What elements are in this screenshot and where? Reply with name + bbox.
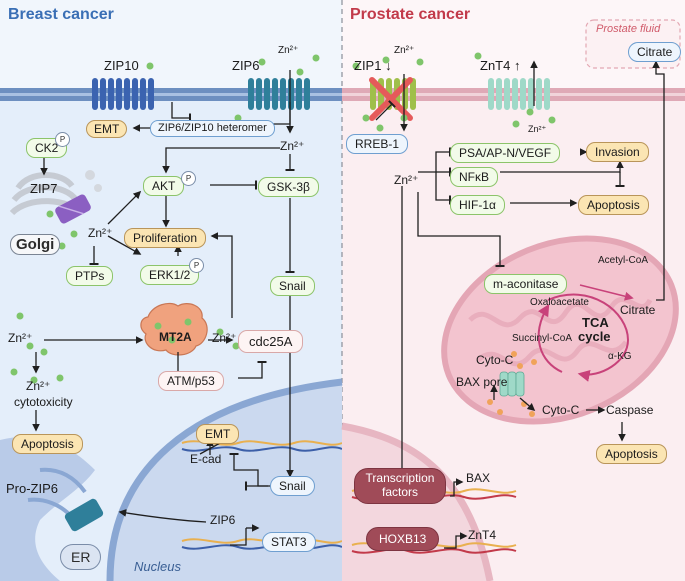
zip10-transporter	[92, 78, 154, 110]
er-label: ER	[60, 544, 102, 570]
succinyl-coa-label: Succinyl-CoA	[512, 333, 573, 344]
cyto-c-out-label: Cyto-C	[542, 403, 580, 417]
mt2a-label: MT2A	[159, 330, 192, 344]
alpha-kg-label: α-KG	[608, 351, 632, 362]
zinc-ion-mt2a: Zn²⁺	[212, 331, 237, 345]
bax-pore-label: BAX pore	[456, 375, 508, 389]
zip6-transporter	[248, 78, 310, 110]
nucleus-label: Nucleus	[134, 559, 181, 574]
emt-top-box: EMT	[86, 120, 128, 138]
znt4-gene-label: ZnT4	[468, 528, 497, 542]
ecad-gene-label: E-cad	[190, 452, 222, 466]
akt-phospho-badge: P	[181, 171, 196, 186]
cyto-c-mito-label: Cyto-C	[476, 353, 514, 367]
zinc-ion-left: Zn²⁺	[8, 331, 33, 345]
proliferation-box: Proliferation	[124, 228, 207, 248]
snail-nucleus-box: Snail	[270, 476, 315, 496]
golgi-label: Golgi	[10, 234, 61, 255]
zinc-ion-prostate-cytosol: Zn²⁺	[394, 173, 419, 187]
bax-pore-channel	[499, 371, 525, 397]
znt4-label: ZnT4 ↑	[480, 58, 521, 73]
psa-apn-vegf-box: PSA/AP-N/VEGF	[450, 143, 561, 163]
erk12-box: ERK1/2	[140, 265, 200, 285]
prostate-cancer-title: Prostate cancer	[350, 6, 471, 23]
transcription-factors-box: Transcription factors	[354, 468, 446, 504]
ptps-box: PTPs	[66, 266, 114, 286]
atm-p53-box: ATM/p53	[158, 371, 224, 391]
zip7-transporter	[55, 194, 91, 224]
zip6-label: ZIP6	[232, 58, 260, 73]
snail-cytosol-box: Snail	[270, 276, 315, 296]
acetyl-coa-label: Acetyl-CoA	[598, 255, 649, 266]
apoptosis-top-box: Apoptosis	[578, 195, 649, 215]
prostate-fluid-label: Prostate fluid	[596, 23, 661, 35]
cyto-c-dots	[487, 351, 537, 417]
oxaloacetate-label: Oxaloacetate	[530, 297, 589, 308]
cycle-label: cycle	[578, 329, 611, 344]
breast-nucleus	[110, 382, 342, 581]
hoxb13-box: HOXB13	[366, 527, 440, 551]
zinc-ion-prostate-top: Zn²⁺	[394, 45, 415, 56]
zinc-ion-top-label: Zn²⁺	[278, 45, 299, 56]
emt-nucleus-box: EMT	[196, 424, 240, 444]
mt2a-protein	[140, 302, 208, 356]
citrate-fluid-box: Citrate	[628, 42, 682, 62]
cytotoxicity-label: cytotoxicity	[14, 395, 73, 409]
akt-box: AKT	[143, 176, 185, 196]
heteromer-box: ZIP6/ZIP10 heteromer	[150, 120, 275, 137]
breast-cancer-title: Breast cancer	[8, 6, 114, 23]
zinc-ion-znt4: Zn²⁺	[528, 124, 547, 134]
znt4-transporter	[488, 78, 550, 110]
zip10-label: ZIP10	[104, 58, 139, 73]
zinc-dots-prostate	[352, 52, 556, 132]
zip6-gene-label: ZIP6	[210, 513, 236, 527]
nfkb-box: NFκB	[450, 167, 498, 187]
caspase-label: Caspase	[606, 403, 654, 417]
invasion-box: Invasion	[586, 142, 649, 162]
zinc-ion-cytotoxicity: Zn²⁺	[26, 379, 51, 393]
erk-phospho-badge: P	[189, 258, 204, 273]
cdc25a-box: cdc25A	[238, 330, 304, 353]
er	[0, 436, 95, 581]
zip1-transporter	[369, 77, 416, 121]
pro-zip6-label: Pro-ZIP6	[6, 481, 59, 496]
ck2-phospho-badge: P	[55, 132, 70, 147]
tca-label: TCA	[582, 315, 609, 330]
zinc-ion-cytosol: Zn²⁺	[280, 139, 305, 153]
zip7-label: ZIP7	[30, 181, 58, 196]
m-aconitase-box: m-aconitase	[484, 274, 568, 294]
zip1-label: ZIP1 ↓	[354, 58, 392, 73]
citrate-tca-label: Citrate	[620, 303, 656, 317]
apoptosis-bottom-box: Apoptosis	[596, 444, 667, 464]
gsk3b-box: GSK-3β	[258, 177, 319, 197]
stat3-box: STAT3	[262, 532, 316, 552]
pro-zip6	[64, 498, 104, 532]
apoptosis-breast-box: Apoptosis	[12, 434, 83, 454]
bax-gene-label: BAX	[466, 471, 491, 485]
zinc-ion-zip7: Zn²⁺	[88, 226, 113, 240]
hif1a-box: HIF-1α	[450, 195, 505, 215]
rreb1-box: RREB-1	[346, 134, 409, 154]
